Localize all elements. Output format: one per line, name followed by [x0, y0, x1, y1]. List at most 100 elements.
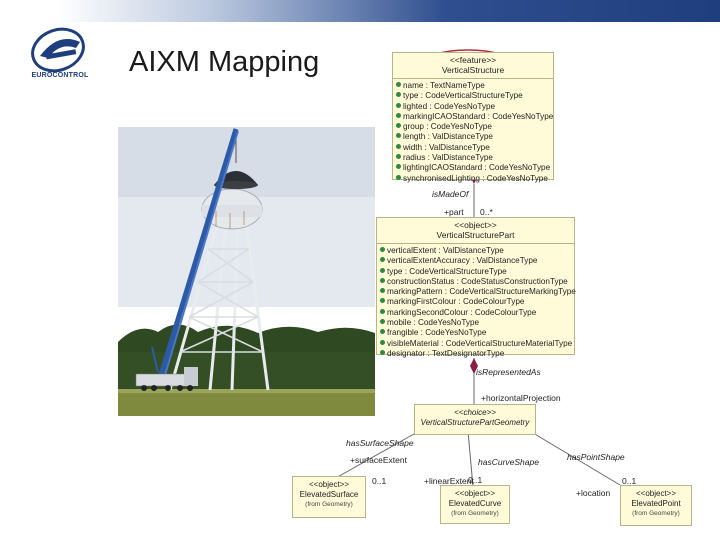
stereotype-label: <<object>> — [308, 480, 350, 489]
elevated-curve-class: <<object>> ElevatedCurve (from Geometry) — [440, 485, 510, 524]
attribute-text: visibleMaterial : CodeVerticalStructureM… — [387, 338, 573, 348]
attribute-text: radius : ValDistanceType — [403, 153, 493, 163]
attribute-text: mobile : CodeYesNoType — [387, 318, 480, 328]
public-attribute-icon — [380, 298, 385, 304]
public-attribute-icon — [396, 82, 401, 87]
class-name: VerticalStructure — [441, 65, 505, 75]
attribute-text: name : TextNameType — [403, 81, 485, 90]
slide-title: AIXM Mapping — [129, 46, 320, 78]
attribute-text: verticalExtent : ValDistanceType — [387, 246, 504, 255]
stereotype-label: <<object>> — [454, 220, 497, 230]
attribute-row: markingSecondColour : CodeColourType — [380, 308, 571, 318]
public-attribute-icon — [380, 277, 385, 283]
horizontal-projection-label: +horizontalProjection — [481, 393, 561, 403]
attribute-text: group : CodeYesNoType — [403, 122, 492, 132]
attribute-row: markingPattern : CodeVerticalStructureMa… — [380, 287, 576, 297]
curve-multiplicity: 0..1 — [468, 475, 483, 485]
part-role-label: +part — [444, 207, 464, 217]
attribute-row: group : CodeYesNoType — [396, 122, 550, 132]
attribute-text: synchronisedLighting : CodeYesNoType — [403, 173, 548, 183]
package-label: (from Geometry) — [632, 510, 680, 517]
attribute-row: type : CodeVerticalStructureType — [396, 91, 550, 101]
elevated-surface-class: <<object>> ElevatedSurface (from Geometr… — [292, 476, 366, 518]
attribute-row: lightingICAOStandard : CodeYesNoType — [396, 163, 550, 173]
attribute-row: name : TextNameType — [396, 81, 550, 91]
location-label: +location — [576, 488, 611, 498]
class-name: ElevatedSurface — [299, 490, 359, 499]
attribute-row: type : CodeVerticalStructureType — [380, 267, 571, 277]
attribute-row: verticalExtentAccuracy : ValDistanceType — [380, 256, 571, 266]
public-attribute-icon — [396, 102, 401, 108]
attribute-text: markingPattern : CodeVerticalStructureMa… — [387, 287, 576, 297]
has-point-shape-label: hasPointShape — [567, 452, 625, 462]
vertical-structure-class: <<feature>> VerticalStructure name : Tex… — [392, 52, 554, 183]
class-name: ElevatedCurve — [448, 499, 502, 508]
surface-multiplicity: 0..1 — [372, 476, 387, 486]
geometry-choice-class: <<choice>> VerticalStructurePartGeometry — [414, 404, 536, 435]
attribute-text: markingFirstColour : CodeColourType — [387, 297, 525, 307]
attribute-row: constructionStatus : CodeStatusConstruct… — [380, 277, 571, 287]
public-attribute-icon — [380, 308, 385, 314]
surface-extent-label: +surfaceExtent — [350, 455, 407, 465]
attribute-row: markingICAOStandard : CodeYesNoType — [396, 111, 554, 122]
attribute-row: mobile : CodeYesNoType — [380, 318, 571, 328]
attribute-text: length : ValDistanceType — [403, 132, 493, 142]
attribute-text: markingSecondColour : CodeColourType — [387, 307, 537, 317]
package-label: (from Geometry) — [451, 510, 499, 517]
attribute-row: designator : TextDesignatorType — [380, 349, 571, 359]
public-attribute-icon — [396, 143, 401, 149]
attribute-row: radius : ValDistanceType — [396, 153, 550, 163]
has-surface-shape-label: hasSurfaceShape — [346, 438, 414, 448]
attribute-text: lighted : CodeYesNoType — [403, 101, 496, 111]
logo-text: EUROCONTROL — [31, 72, 89, 79]
stereotype-label: <<object>> — [454, 489, 496, 498]
public-attribute-icon — [380, 267, 385, 273]
public-attribute-icon — [396, 154, 401, 160]
part-multiplicity: 0..* — [480, 207, 493, 217]
attribute-row: width : ValDistanceType — [396, 143, 550, 153]
public-attribute-icon — [380, 247, 385, 252]
attribute-text: constructionStatus : CodeStatusConstruct… — [387, 276, 568, 286]
water-tower-photo — [118, 127, 375, 416]
class-name: VerticalStructurePartGeometry — [420, 418, 530, 427]
attribute-text: width : ValDistanceType — [403, 142, 490, 152]
public-attribute-icon — [380, 349, 385, 355]
public-attribute-icon — [396, 174, 401, 180]
is-made-of-label: isMadeOf — [432, 189, 469, 199]
public-attribute-icon — [396, 123, 401, 129]
public-attribute-icon — [396, 92, 401, 98]
class-name: ElevatedPoint — [631, 499, 681, 508]
attribute-row: visibleMaterial : CodeVerticalStructureM… — [380, 338, 573, 349]
has-curve-shape-label: hasCurveShape — [478, 457, 539, 467]
eurocontrol-logo — [31, 27, 85, 73]
attribute-text: designator : TextDesignatorType — [387, 348, 505, 358]
public-attribute-icon — [380, 319, 385, 325]
public-attribute-icon — [396, 133, 401, 139]
stereotype-label: <<object>> — [635, 489, 677, 498]
top-banner — [0, 0, 720, 22]
class-name: VerticalStructurePart — [436, 230, 515, 240]
attribute-row: lighted : CodeYesNoType — [396, 102, 550, 112]
is-represented-as-label: isRepresentedAs — [476, 367, 541, 377]
attribute-text: frangible : CodeYesNoType — [387, 328, 487, 338]
public-attribute-icon — [396, 164, 401, 170]
attribute-text: type : CodeVerticalStructureType — [387, 266, 507, 276]
public-attribute-icon — [396, 112, 401, 118]
attribute-text: verticalExtentAccuracy : ValDistanceType — [387, 256, 538, 266]
attribute-row: synchronisedLighting : CodeYesNoType — [396, 174, 550, 184]
public-attribute-icon — [380, 339, 385, 345]
attribute-row: length : ValDistanceType — [396, 132, 550, 142]
public-attribute-icon — [380, 329, 385, 335]
attribute-text: lightingICAOStandard : CodeYesNoType — [403, 163, 551, 173]
point-multiplicity: 0..1 — [622, 476, 637, 486]
attribute-text: type : CodeVerticalStructureType — [403, 91, 523, 101]
stereotype-label: <<feature>> — [449, 55, 497, 65]
attribute-text: markingICAOStandard : CodeYesNoType — [403, 111, 554, 121]
public-attribute-icon — [380, 288, 385, 294]
elevated-point-class: <<object>> ElevatedPoint (from Geometry) — [620, 485, 692, 526]
stereotype-label: <<choice>> — [454, 408, 496, 417]
package-label: (from Geometry) — [305, 501, 353, 508]
public-attribute-icon — [380, 257, 385, 263]
